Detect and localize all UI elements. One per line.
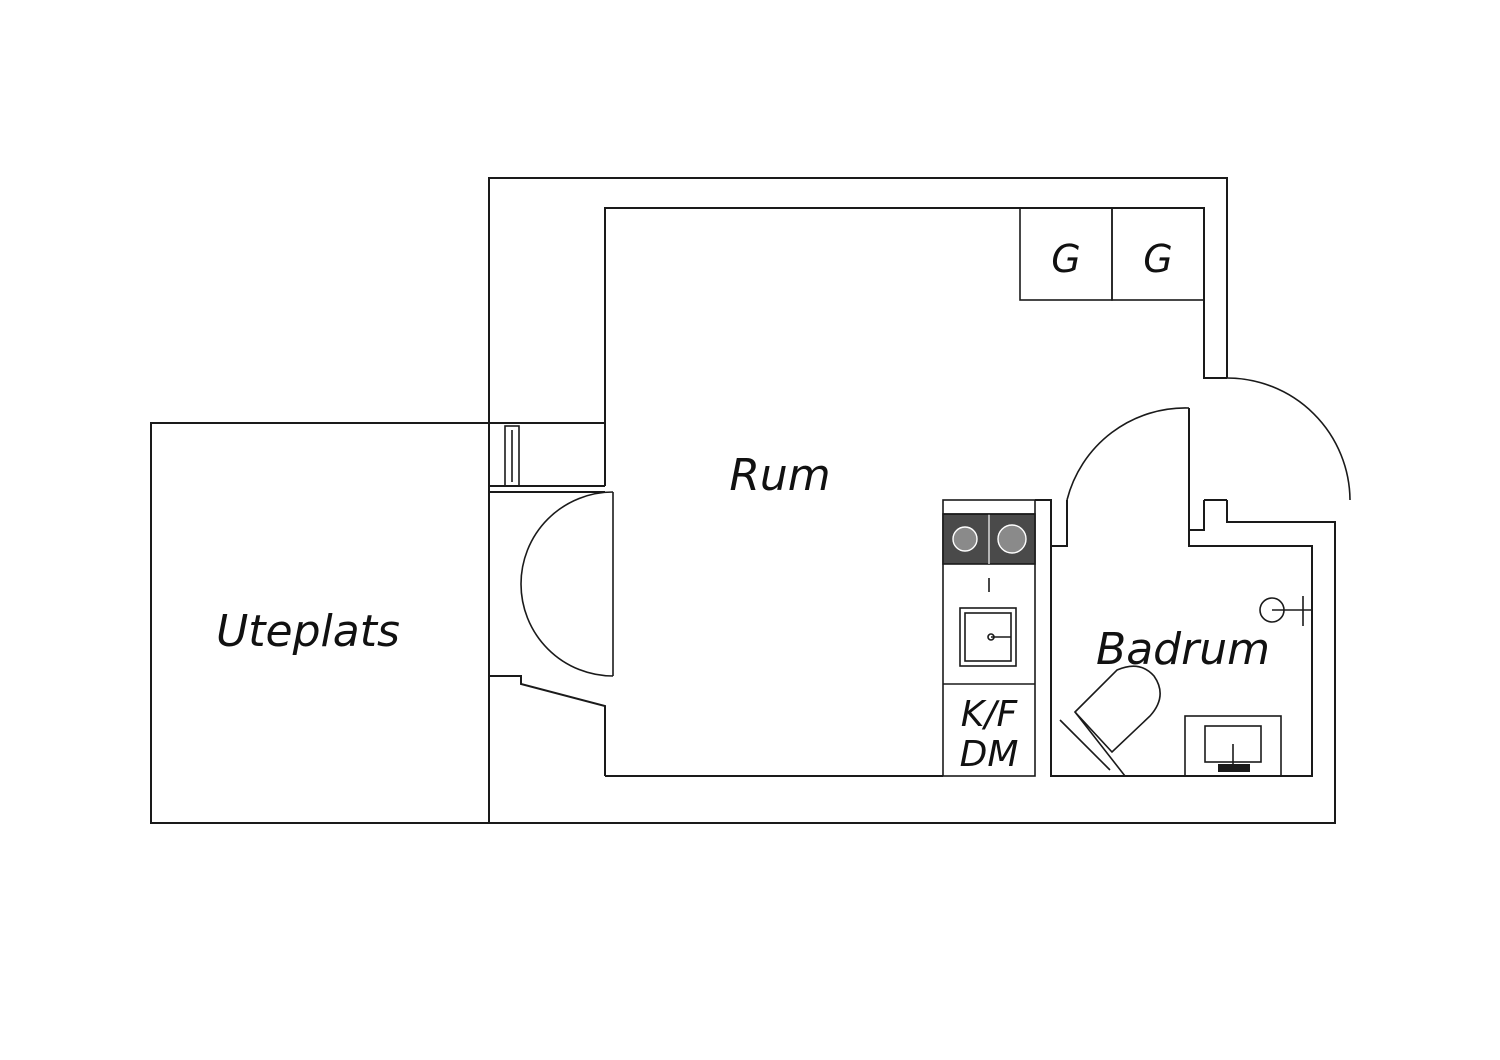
outer-wall-top <box>488 177 1228 823</box>
outer-wall-bottom-right <box>489 500 1336 824</box>
hotplate-icon <box>997 524 1027 554</box>
dishwasher-label: DM <box>960 734 1019 775</box>
toilet-icon <box>1073 665 1161 754</box>
wardrobe-1-label: G <box>1051 237 1080 281</box>
room-label: Rum <box>729 450 830 501</box>
kitchen-sink <box>959 607 1017 667</box>
toilet-tank-edge <box>1074 711 1126 777</box>
faucet-base <box>1218 764 1250 772</box>
kitchenette <box>942 499 1036 777</box>
bathroom-label: Badrum <box>1096 624 1270 675</box>
terrace-label: Uteplats <box>216 606 400 657</box>
door-leaf-lower <box>520 583 614 677</box>
room-inner-top <box>604 207 1227 486</box>
door-leaf-upper <box>520 491 614 585</box>
bathroom-wall <box>1050 408 1313 777</box>
hotplate-icon <box>952 526 978 552</box>
room-inner-bottom-left <box>489 675 606 776</box>
front-door-swing <box>1226 377 1351 501</box>
bathroom-jamb <box>1189 500 1205 531</box>
bathroom-wall-left-top <box>1035 499 1068 547</box>
window <box>504 425 520 487</box>
wardrobe-2-label: G <box>1143 237 1172 281</box>
toilet-tank <box>1059 719 1111 771</box>
wardrobe-2 <box>1111 207 1205 301</box>
bathroom-sink <box>1184 715 1282 777</box>
bathroom-door-swing <box>1066 407 1190 501</box>
fridge-freezer-label: K/F <box>961 694 1019 735</box>
